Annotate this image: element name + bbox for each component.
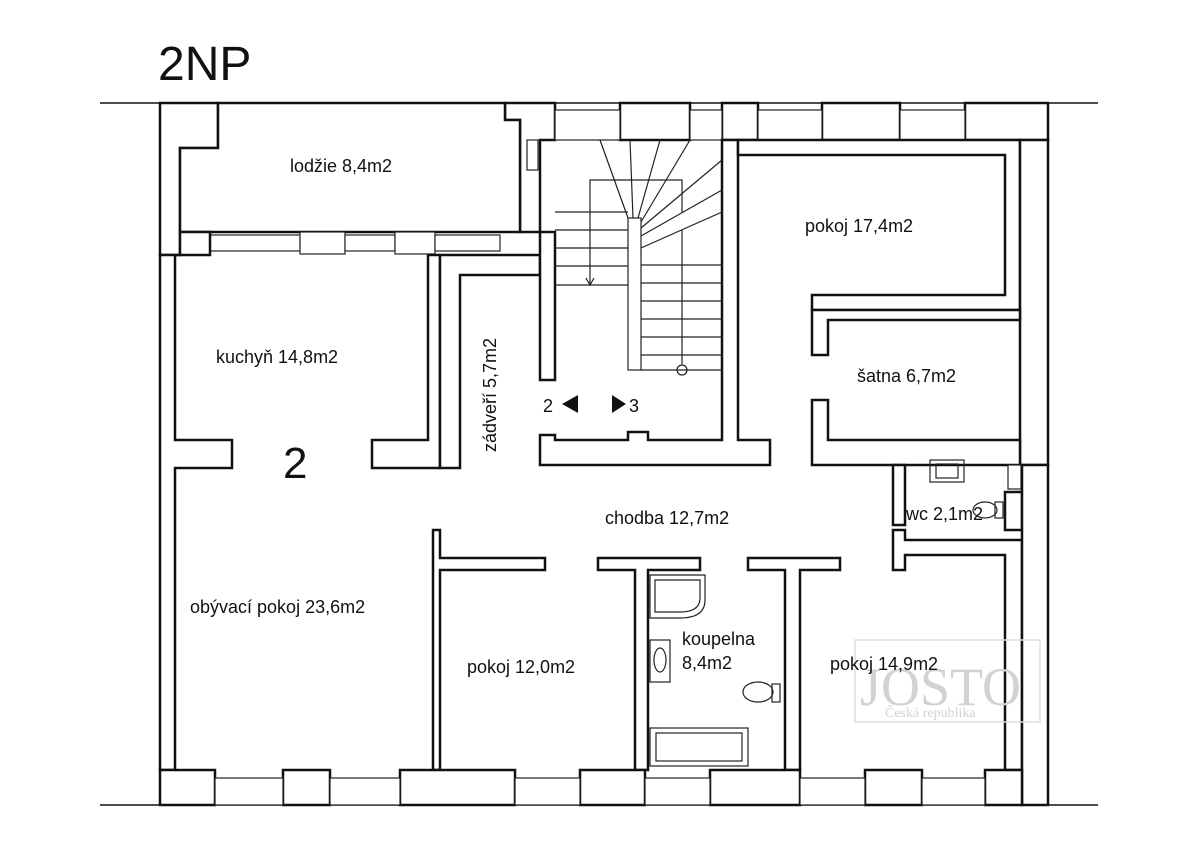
watermark-logo: JOSTO Česká republika bbox=[854, 639, 1041, 723]
bottom-wall bbox=[158, 768, 1024, 807]
label-koupelna: koupelna bbox=[682, 629, 756, 649]
label-zadveri: zádveří 5,7m2 bbox=[480, 338, 500, 452]
label-chodba: chodba 12,7m2 bbox=[605, 508, 729, 528]
watermark-logo-text: JOSTO bbox=[860, 657, 1021, 717]
label-obyvaci: obývací pokoj 23,6m2 bbox=[190, 597, 365, 617]
floor-title: 2NP bbox=[158, 38, 251, 91]
label-satna: šatna 6,7m2 bbox=[857, 366, 956, 386]
unit-number: 2 bbox=[283, 439, 307, 488]
label-kuchyn: kuchyň 14,8m2 bbox=[216, 347, 338, 367]
stair-unit-right: 3 bbox=[629, 396, 639, 416]
bathroom-fixtures bbox=[649, 574, 781, 767]
label-lodzie: lodžie 8,4m2 bbox=[290, 156, 392, 176]
label-wc: wc 2,1m2 bbox=[905, 504, 983, 524]
stair-unit-left: 2 bbox=[543, 396, 553, 416]
stair-core bbox=[538, 138, 772, 467]
door-arrow-left-icon bbox=[562, 395, 578, 413]
left-walls bbox=[158, 230, 542, 772]
right-upper-walls bbox=[736, 138, 1050, 490]
label-pokoj-middle: pokoj 12,0m2 bbox=[467, 657, 575, 677]
door-arrow-right-icon bbox=[612, 395, 626, 413]
label-pokoj-upper: pokoj 17,4m2 bbox=[805, 216, 913, 236]
label-pokoj-lower: pokoj 14,9m2 bbox=[830, 654, 938, 674]
watermark-subtitle: Česká republika bbox=[885, 704, 976, 721]
loggia bbox=[178, 101, 522, 255]
label-koupelna-area: 8,4m2 bbox=[682, 653, 732, 673]
